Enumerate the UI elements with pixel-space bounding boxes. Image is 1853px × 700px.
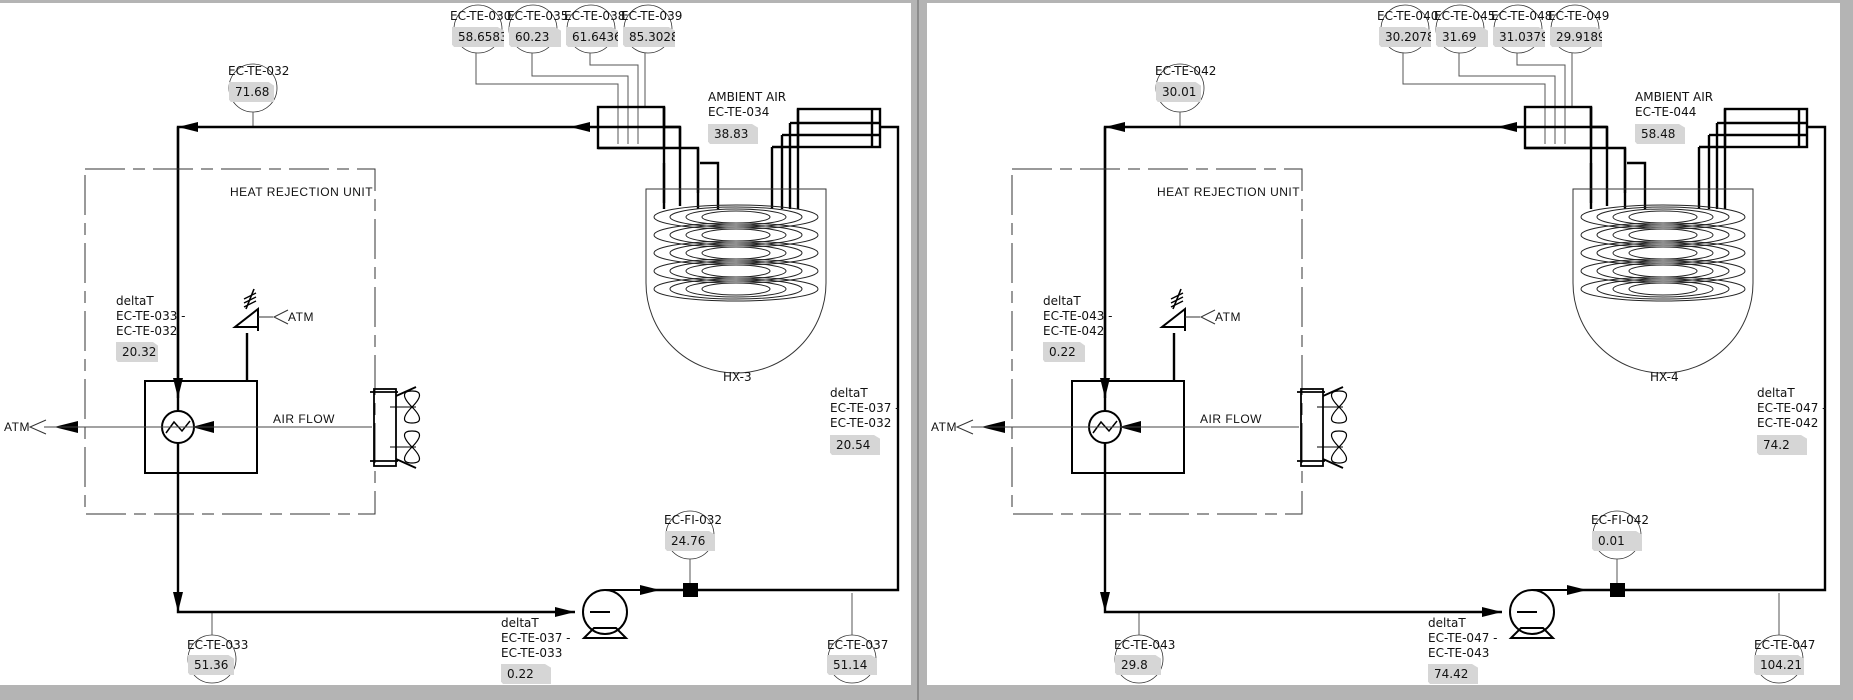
delta-hx-title: deltaT: [830, 386, 868, 400]
delta-hx-line2: EC-TE-042: [1757, 416, 1819, 430]
coil-sensor-value: 61.6436: [566, 27, 618, 47]
air-flow-label: AIR FLOW: [1200, 412, 1263, 426]
coil-sensor-leaders: [211, 53, 853, 635]
delta-unit-title: deltaT: [116, 294, 154, 308]
outlet-sensor-tag: EC-TE-047: [1754, 638, 1816, 652]
delta-unit-title: deltaT: [1043, 294, 1081, 308]
process-pipes: [1103, 105, 1827, 614]
pump-icon: [581, 589, 640, 639]
outlet-sensor-value: 51.14: [827, 655, 877, 675]
delta-pump-line1: EC-TE-037 -: [501, 631, 571, 645]
coil-sensor-tag: EC-TE-045: [1434, 9, 1496, 23]
ambient-tag: EC-TE-044: [1635, 105, 1697, 119]
delta-hx-title: deltaT: [1757, 386, 1795, 400]
delta-pump-line2: EC-TE-033: [501, 646, 563, 660]
coil-sensor-bubbles: [1114, 4, 1804, 684]
delta-pump-value: 74.42: [1428, 664, 1478, 684]
delta-hx-value: 74.2: [1757, 435, 1807, 455]
coil-sensor-leaders: [1138, 53, 1780, 635]
process-pipes: [176, 105, 900, 614]
pump-icon: [1508, 589, 1567, 639]
delta-pump-title: deltaT: [1428, 616, 1466, 630]
delta-pump-value: 0.22: [501, 664, 551, 684]
loop-panel-hx4: EC-TE-040 EC-TE-045 EC-TE-048 EC-TE-049 …: [927, 3, 1840, 685]
ambient-value: 58.48: [1635, 124, 1685, 144]
exhaust-atm-label: ATM: [4, 420, 30, 434]
supply-sensor-tag: EC-TE-042: [1155, 64, 1217, 78]
heat-rejection-unit-label: HEAT REJECTION UNIT: [230, 185, 374, 199]
flow-meter-icon: [683, 583, 698, 597]
return-sensor-value: 51.36: [188, 655, 234, 675]
heat-rejection-unit-boundary: [1011, 168, 1303, 515]
outlet-sensor-tag: EC-TE-037: [827, 638, 889, 652]
atm-exhaust-icon: [955, 419, 974, 435]
hx-coil: [1580, 204, 1746, 302]
pid-diagram: [28, 4, 900, 684]
fan-icon: [1297, 386, 1348, 469]
relief-valve-icon: [232, 288, 259, 331]
coil-sensor-tag: EC-TE-040: [1377, 9, 1439, 23]
loop-panel-hx3: EC-TE-030 EC-TE-035 EC-TE-038 EC-TE-039 …: [0, 3, 911, 685]
coil-sensor-value: 29.9189: [1550, 27, 1602, 47]
coil-sensor-value: 31.0379: [1493, 27, 1545, 47]
vent-atm-label: ATM: [288, 310, 314, 324]
delta-hx-line1: EC-TE-037 -: [830, 401, 900, 415]
delta-unit-line2: EC-TE-032: [116, 324, 178, 338]
exhaust-atm-label: ATM: [931, 420, 957, 434]
ambient-tag: EC-TE-034: [708, 105, 770, 119]
panel-divider[interactable]: [917, 0, 919, 700]
ambient-title: AMBIENT AIR: [708, 90, 787, 104]
coil-sensor-value: 30.2078: [1379, 27, 1431, 47]
hx-label: HX-4: [1650, 370, 1679, 384]
supply-sensor-tag: EC-TE-032: [228, 64, 290, 78]
return-sensor-tag: EC-TE-043: [1114, 638, 1176, 652]
coil-sensor-tag: EC-TE-038: [564, 9, 626, 23]
coil-sensor-tag: EC-TE-049: [1548, 9, 1610, 23]
outlet-sensor-value: 104.21: [1754, 655, 1804, 675]
delta-unit-value: 20.32: [116, 342, 158, 362]
coil-sensor-value: 60.23: [509, 27, 561, 47]
supply-sensor-value: 71.68: [229, 82, 274, 102]
hx-vessel: [645, 188, 827, 374]
supply-sensor-value: 30.01: [1156, 82, 1201, 102]
coil-sensor-tag: EC-TE-030: [450, 9, 512, 23]
flow-sensor-tag: EC-FI-042: [1591, 513, 1649, 527]
delta-unit-value: 0.22: [1043, 342, 1085, 362]
delta-unit-line1: EC-TE-043 -: [1043, 309, 1113, 323]
ambient-title: AMBIENT AIR: [1635, 90, 1714, 104]
heat-rejection-unit-label: HEAT REJECTION UNIT: [1157, 185, 1301, 199]
delta-hx-value: 20.54: [830, 435, 880, 455]
return-sensor-tag: EC-TE-033: [187, 638, 249, 652]
coil-sensor-value: 85.3028: [623, 27, 675, 47]
delta-unit-line1: EC-TE-033 -: [116, 309, 186, 323]
flow-sensor-value: 24.76: [665, 531, 715, 551]
hx-label: HX-3: [723, 370, 752, 384]
ambient-value: 38.83: [708, 124, 758, 144]
delta-unit-line2: EC-TE-042: [1043, 324, 1105, 338]
atm-exhaust-icon: [28, 419, 47, 435]
flow-sensor-value: 0.01: [1592, 531, 1642, 551]
coil-sensor-value: 58.6583: [452, 27, 504, 47]
hx-vessel: [1572, 188, 1754, 374]
coil-sensor-tag: EC-TE-039: [621, 9, 683, 23]
heat-rejection-unit-boundary: [84, 168, 376, 515]
relief-valve-icon: [1159, 288, 1186, 331]
fan-icon: [370, 386, 421, 469]
delta-hx-line2: EC-TE-032: [830, 416, 892, 430]
air-flow-label: AIR FLOW: [273, 412, 336, 426]
coil-sensor-tag: EC-TE-035: [507, 9, 569, 23]
delta-pump-line1: EC-TE-047 -: [1428, 631, 1498, 645]
hx-coil: [653, 204, 819, 302]
flow-meter-icon: [1610, 583, 1625, 597]
vent-atm-label: ATM: [1215, 310, 1241, 324]
return-sensor-value: 29.8: [1115, 655, 1161, 675]
delta-pump-title: deltaT: [501, 616, 539, 630]
flow-sensor-tag: EC-FI-032: [664, 513, 722, 527]
delta-pump-line2: EC-TE-043: [1428, 646, 1490, 660]
coil-sensor-bubbles: [187, 4, 877, 684]
coil-sensor-tag: EC-TE-048: [1491, 9, 1553, 23]
delta-hx-line1: EC-TE-047 -: [1757, 401, 1827, 415]
coil-sensor-value: 31.69: [1436, 27, 1488, 47]
